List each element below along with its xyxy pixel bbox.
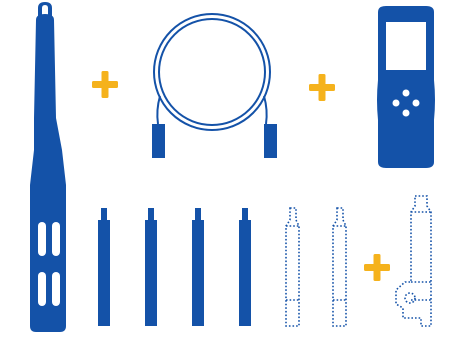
plus-icon — [92, 71, 118, 98]
sensor-icon — [239, 208, 251, 326]
sonde-probe-icon — [30, 2, 66, 332]
optional-sensor-outline-icon — [285, 207, 300, 327]
sensor-icon — [98, 208, 110, 326]
sensor-icon — [192, 208, 204, 326]
handheld-meter-icon — [377, 6, 435, 168]
sensor-icon — [145, 208, 157, 326]
meter-screen — [386, 22, 426, 70]
optional-sensor-outline-icon — [395, 195, 432, 327]
plus-icon — [364, 254, 390, 281]
keypad-buttons — [392, 89, 420, 117]
cable-icon — [152, 13, 277, 158]
optional-sensor-outline-icon — [332, 207, 347, 327]
plus-icon — [309, 74, 335, 101]
